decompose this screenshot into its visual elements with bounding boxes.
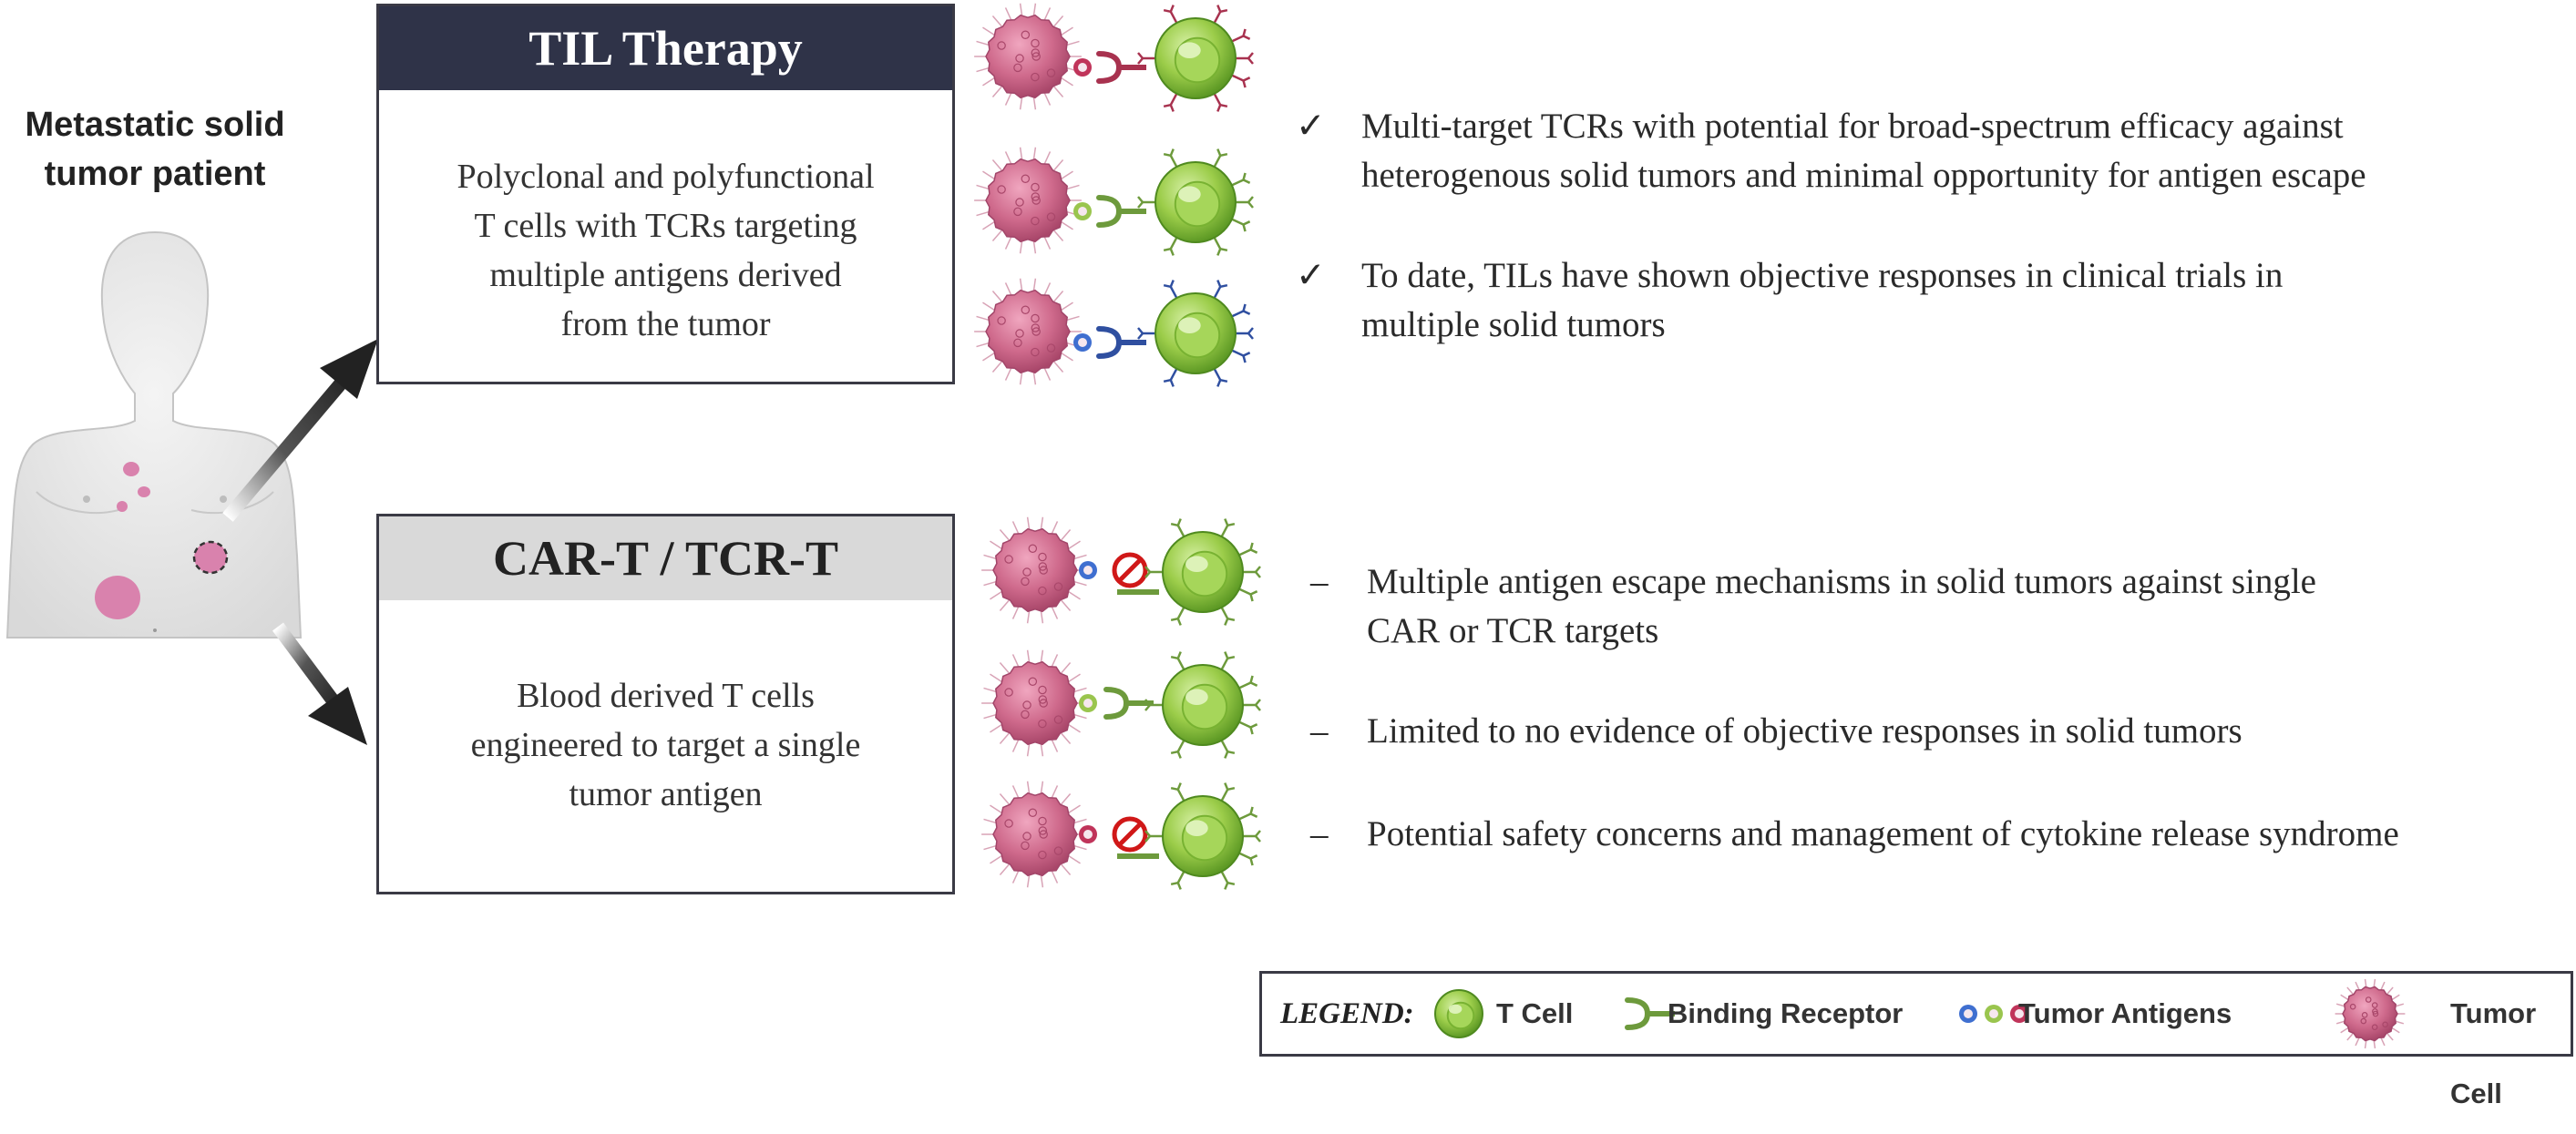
binding-receptor-icon: [1096, 51, 1146, 84]
tumor-antigen-icon: [1073, 58, 1092, 77]
diagram-art: [5, 3, 2406, 1049]
bullet-line: heterogenous solid tumors and minimal op…: [1361, 156, 2366, 195]
arrow-icon: [272, 622, 367, 745]
til-description-line: T cells with TCRs targeting: [474, 207, 857, 245]
bullet-line: Limited to no evidence of objective resp…: [1367, 711, 2242, 751]
t-cell-icon: [1144, 651, 1261, 759]
legend-t-cell-label: T Cell: [1496, 997, 1574, 1029]
binding-receptor-icon: [1096, 195, 1146, 228]
check-icon: ✓: [1296, 107, 1326, 146]
til-description-line: multiple antigens derived: [489, 256, 842, 294]
tumor-cell-icon: [974, 278, 1082, 385]
tumor-antigen-icon: [1079, 825, 1097, 843]
car-bullet: – Multiple antigen escape mechanisms in …: [1310, 557, 2316, 656]
tumor-cell-icon: [2335, 978, 2406, 1049]
bullet-line: Multiple antigen escape mechanisms in so…: [1367, 562, 2316, 601]
tumor-cell-icon: [981, 516, 1089, 624]
tumor-antigen-icon: [1079, 694, 1097, 712]
t-cell-icon: [1144, 782, 1261, 890]
legend-title: LEGEND:: [1280, 997, 1414, 1030]
dash-icon: –: [1310, 711, 1329, 751]
tumor-antigen-icon: [1985, 1005, 2003, 1023]
patient-title-line: Metastatic solid: [25, 106, 285, 144]
car-description-line: tumor antigen: [569, 775, 763, 813]
patient-title: Metastatic solid tumor patient: [0, 100, 310, 199]
til-therapy-box: TIL Therapy Polyclonal and polyfunctiona…: [376, 4, 955, 384]
car-cell-pairs: [981, 516, 1261, 890]
car-t-box: CAR-T / TCR-T Blood derived T cells engi…: [376, 514, 955, 894]
legend-tumor-cell-label: Tumor Cell: [2450, 997, 2537, 1109]
car-bullet: – Limited to no evidence of objective re…: [1310, 707, 2242, 756]
arrow-icon: [222, 339, 378, 522]
legend-icons: [1434, 978, 2406, 1049]
bullet-line: Multi-target TCRs with potential for bro…: [1361, 107, 2344, 146]
til-description-line: from the tumor: [560, 305, 771, 343]
til-therapy-description: Polyclonal and polyfunctional T cells wi…: [379, 90, 952, 349]
check-icon: ✓: [1296, 256, 1326, 295]
til-cell-pairs: [974, 3, 1254, 387]
binding-receptor-icon: [1096, 326, 1146, 359]
tumor-antigen-icon: [1073, 202, 1092, 220]
car-t-title: CAR-T / TCR-T: [379, 516, 952, 600]
binding-receptor-icon: [1103, 687, 1154, 720]
t-cell-icon: [1144, 518, 1261, 626]
patient-title-line: tumor patient: [44, 155, 266, 193]
car-description-line: Blood derived T cells: [517, 677, 815, 715]
legend: LEGEND: T Cell Binding Receptor Tumor An…: [1259, 971, 2573, 1109]
car-t-description: Blood derived T cells engineered to targ…: [379, 600, 952, 819]
tumor-cell-icon: [981, 781, 1089, 888]
dash-icon: –: [1310, 814, 1329, 853]
bullet-line: Potential safety concerns and management…: [1367, 814, 2399, 853]
tumor-cell-icon: [981, 649, 1089, 757]
no-binding-icon: [1112, 816, 1148, 853]
human-silhouette: [5, 230, 303, 639]
t-cell-icon: [1434, 989, 1483, 1038]
dash-icon: –: [1310, 562, 1329, 601]
til-therapy-title: TIL Therapy: [379, 6, 952, 90]
car-description-line: engineered to target a single: [470, 726, 861, 764]
t-cell-icon: [1137, 280, 1254, 387]
no-binding-icon: [1112, 552, 1148, 588]
tumor-antigen-icon: [1073, 333, 1092, 352]
tumor-antigen-icon: [1079, 561, 1097, 579]
legend-tumor-antigens-label: Tumor Antigens: [2018, 997, 2232, 1029]
tumor-cell-icon: [974, 147, 1082, 254]
bullet-line: To date, TILs have shown objective respo…: [1361, 256, 2284, 295]
til-description-line: Polyclonal and polyfunctional: [457, 158, 875, 196]
til-bullet: ✓ To date, TILs have shown objective res…: [1296, 251, 2283, 350]
car-bullet: – Potential safety concerns and manageme…: [1310, 810, 2399, 859]
t-cell-icon: [1137, 5, 1254, 112]
binding-receptor-icon: [1625, 997, 1675, 1030]
til-bullet: ✓ Multi-target TCRs with potential for b…: [1296, 102, 2366, 200]
tumor-antigen-icon: [1959, 1005, 1977, 1023]
t-cell-icon: [1137, 148, 1254, 256]
tumor-cell-icon: [974, 3, 1082, 110]
bullet-line: multiple solid tumors: [1361, 305, 1666, 344]
bullet-line: CAR or TCR targets: [1367, 611, 1659, 650]
legend-binding-receptor-label: Binding Receptor: [1668, 997, 1904, 1029]
tumor-antigen-icon: [2010, 1005, 2028, 1023]
